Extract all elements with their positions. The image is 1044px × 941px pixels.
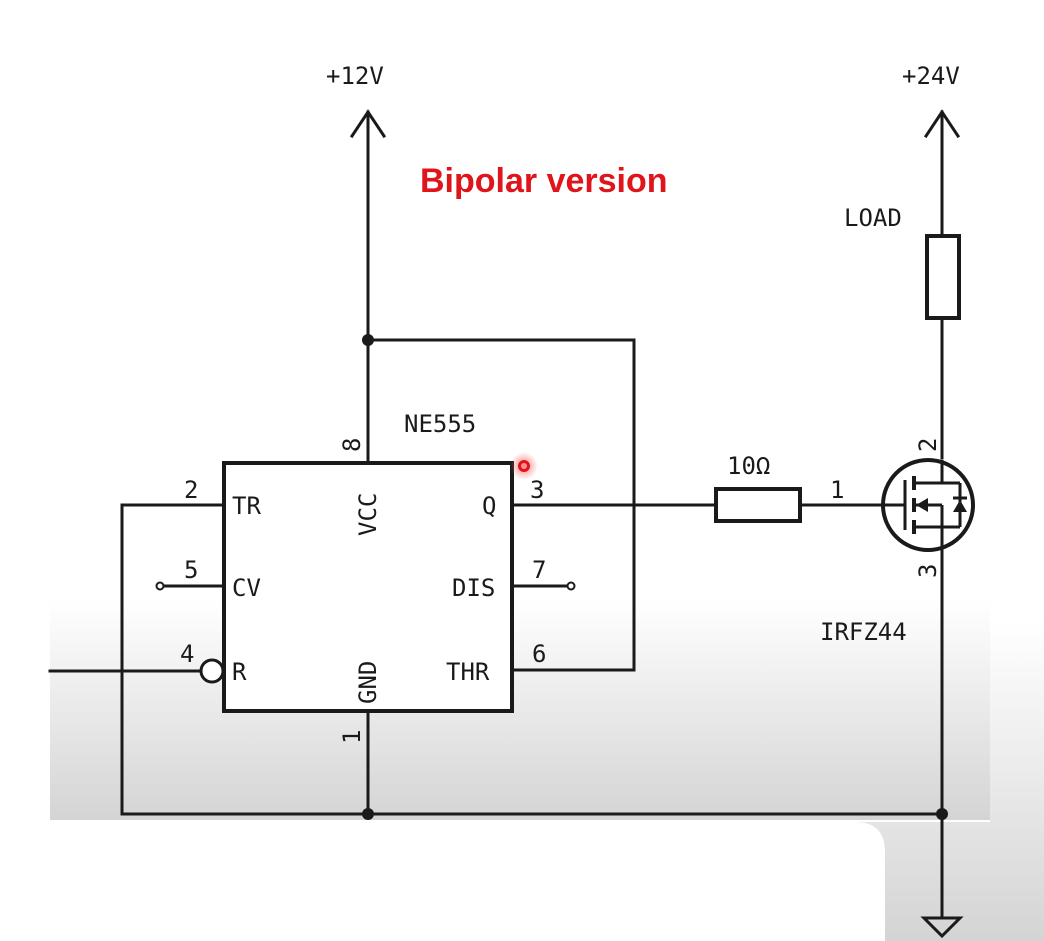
pin-label-gnd: GND	[354, 661, 382, 704]
highlight-dot	[518, 460, 530, 472]
mosfet-name: IRFZ44	[820, 618, 907, 646]
load-label: LOAD	[844, 204, 902, 232]
junction-gnd-ic	[362, 808, 374, 820]
pin-number-q: 3	[530, 476, 544, 504]
supply-24v-label: +24V	[902, 62, 960, 90]
terminal-cv	[155, 581, 165, 591]
diagram-title: Bipolar version	[420, 162, 668, 200]
supply-12v-label: +12V	[326, 62, 384, 90]
pin-label-tr: TR	[232, 492, 261, 520]
background-gradient-lower	[855, 620, 1044, 941]
pin-label-vcc: VCC	[354, 493, 382, 536]
pin-number-gnd: 1	[338, 730, 366, 744]
ne555-body	[222, 461, 514, 713]
pin-number-r: 4	[180, 640, 194, 668]
pin-label-dis: DIS	[452, 574, 495, 602]
ground-symbol	[920, 916, 964, 939]
pin-number-cv: 5	[184, 556, 198, 584]
mosfet-drain-pin: 2	[914, 438, 942, 452]
pin-label-thr: THR	[446, 658, 490, 686]
pin-number-vcc: 8	[338, 438, 366, 452]
highlight-glow	[510, 452, 538, 480]
pin-label-q: Q	[482, 492, 496, 520]
mosfet-gate-pin: 1	[830, 476, 844, 504]
junction-gnd-mosfet	[936, 808, 948, 820]
gate-resistor	[714, 487, 802, 523]
ic-name: NE555	[404, 410, 476, 438]
background-gradient	[50, 600, 990, 820]
load-resistor	[925, 234, 961, 320]
pin-number-tr: 2	[184, 476, 198, 504]
terminal-dis	[566, 581, 576, 591]
mosfet-source-pin: 3	[914, 564, 942, 578]
inversion-bubble-r	[199, 658, 225, 684]
resistor-value: 10Ω	[727, 452, 770, 480]
pin-label-r: R	[232, 658, 247, 686]
pin-label-cv: CV	[232, 574, 261, 602]
pin-number-dis: 7	[532, 556, 546, 584]
pin-number-thr: 6	[532, 640, 546, 668]
